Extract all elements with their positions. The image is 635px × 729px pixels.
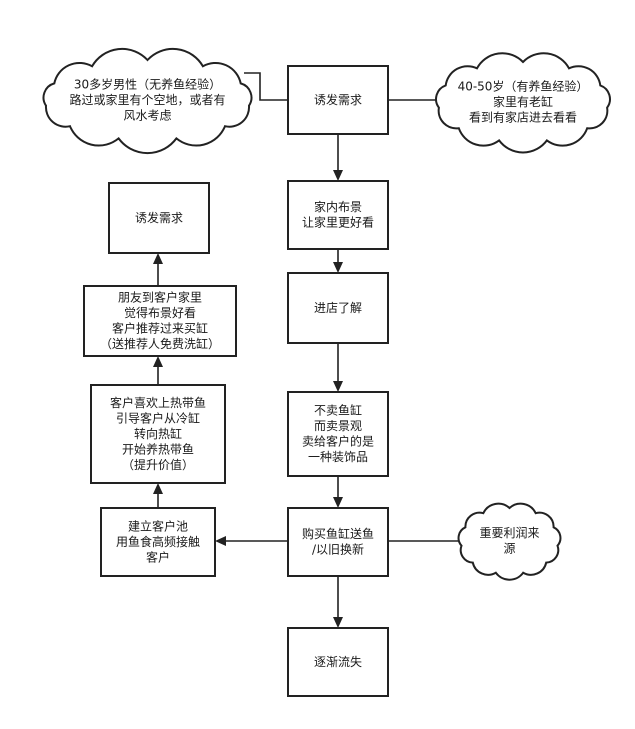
edge-buy-tank-to-customer-pool [215,536,288,546]
node-buy-tank: 购买鱼缸送鱼/以旧换新 [287,507,389,577]
node-label-line: 一种装饰品 [308,450,368,464]
node-label-line: 看到有家店进去看看 [469,109,577,124]
node-label-line: 用鱼食高频接触 [116,534,200,549]
cloud-shape [457,502,562,581]
arrowhead [153,253,163,264]
node-label-line: 客户 [146,549,170,564]
process-box [287,65,389,135]
node-label-line: （提升价值） [122,457,194,472]
edge-visit-store-to-sell-decor [333,343,343,392]
edge-buy-tank-to-churn [333,576,343,628]
node-label-line: 进店了解 [314,301,362,315]
node-label-line: 客户推荐过来买缸 [112,321,208,336]
node-label-line: 建立客户池 [128,518,188,533]
node-label-line: 转向热缸 [134,426,182,441]
arrowhead [333,497,343,508]
node-visit-store: 进店了解 [287,272,389,344]
node-label-line: 不卖鱼缸 [314,403,362,418]
edge-sell-decor-to-buy-tank [333,476,343,508]
node-label-line: 觉得布景好看 [124,305,196,320]
node-trigger-demand-right: 诱发需求 [287,65,389,135]
process-box [108,182,210,254]
node-label-line: 重要利润来 [479,526,539,540]
arrowhead [333,617,343,628]
node-label-line: 路过或家里有个空地，或者有 [69,92,225,107]
node-label-line: 而卖景观 [314,419,362,433]
edge-customer-pool-to-tropical-fish [153,483,163,508]
node-label-line: /以旧换新 [312,542,364,557]
node-label-line: 购买鱼缸送鱼 [302,526,374,541]
node-label-line: 家内布景 [314,199,362,214]
edge-young-male-cloud-to-trigger-demand-right [244,72,288,101]
process-box [287,507,389,577]
process-box [100,507,216,577]
node-label-line: 引导客户从冷缸 [116,410,200,425]
edge-home-decor-to-visit-store [333,249,343,273]
edge-tropical-fish-to-friend-referral [153,356,163,385]
node-label-line: 40-50岁（有养鱼经验） [458,78,589,93]
node-trigger-demand-left: 诱发需求 [108,182,210,254]
node-label-line: 30多岁男性（无养鱼经验） [74,76,221,91]
arrowhead [333,170,343,181]
process-box [287,627,389,697]
process-box [83,285,237,357]
edge-friend-referral-to-trigger-demand-left [153,253,163,286]
node-label-line: 诱发需求 [314,92,362,107]
edge-trigger-demand-right-to-home-decor [333,134,343,181]
arrowhead [153,483,163,494]
node-label-line: （送推荐人免费洗缸） [100,336,220,351]
arrowhead [153,356,163,367]
node-label-line: 逐渐流失 [314,654,362,669]
process-box [287,272,389,344]
node-label-line: 源 [503,542,515,556]
process-box [287,391,389,477]
node-label-line: 让家里更好看 [302,215,374,230]
process-box [90,384,226,484]
cloud-shape [435,52,611,154]
node-label-line: 开始养热带鱼 [122,441,194,456]
node-label-line: 风水考虑 [123,108,171,122]
node-label-line: 家里有老缸 [493,94,553,109]
arrowhead [333,381,343,392]
arrowhead [215,536,226,546]
node-label-line: 卖给客户的是 [302,434,374,449]
process-box [287,180,389,250]
node-churn: 逐渐流失 [287,627,389,697]
node-label-line: 客户喜欢上热带鱼 [110,395,206,410]
node-label-line: 朋友到客户家里 [118,290,202,305]
node-label-line: 诱发需求 [135,210,183,225]
connector-line [244,72,288,101]
cloud-shape [42,47,253,155]
arrowhead [333,262,343,273]
